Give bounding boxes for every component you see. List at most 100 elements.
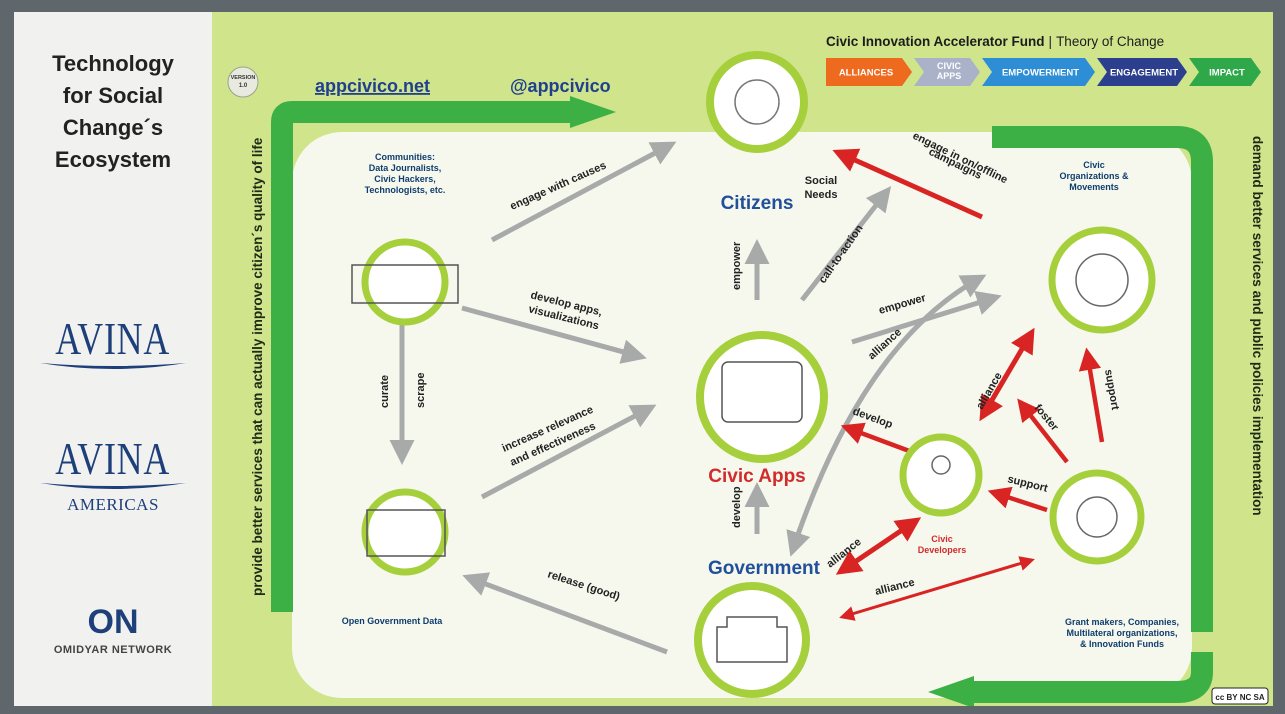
funders-illustration (1049, 469, 1145, 565)
smartphone-icon (721, 361, 803, 423)
communities-line: Civic Hackers, (374, 174, 436, 184)
funders-line: Multilateral organizations, (1066, 628, 1177, 638)
avina-wordmark: AVINA (55, 313, 171, 364)
version-label: VERSION (231, 75, 256, 81)
arrowhead-icon (928, 676, 974, 706)
arrow-release (462, 572, 668, 655)
civic-devs-illustration (899, 433, 983, 517)
government-label: Government (708, 558, 821, 579)
developer-icon (931, 455, 951, 475)
ecosystem-title: Technology for Social Change´s Ecosystem (14, 48, 212, 176)
citizens-label: Citizens (721, 193, 794, 214)
civic-devs-line: Developers (918, 545, 967, 555)
arrow-foster (1017, 398, 1069, 464)
communities-illustration (361, 238, 449, 326)
civic-apps-illustration (696, 331, 828, 463)
stage-chevron (1097, 58, 1187, 86)
desk-icon (366, 509, 446, 557)
globe-icon (1075, 253, 1129, 307)
cycle-arrow-right (992, 126, 1213, 632)
castle-icon (716, 616, 788, 663)
arrow-alliance-diagonal (786, 274, 987, 557)
orgs-illustration (1048, 226, 1156, 334)
stage-chevron (914, 58, 980, 86)
avina-logo: AVINA (14, 312, 212, 373)
arrow-engage-causes (490, 141, 677, 243)
stage-chevron (982, 58, 1095, 86)
swoosh-icon (40, 483, 186, 489)
funders-label: Grant makers, Companies, Multilateral or… (1065, 617, 1179, 649)
omidyar-name: OMIDYAR NETWORK (53, 644, 173, 656)
arrowhead-icon (570, 96, 616, 128)
arrow-engage-campaigns (832, 148, 984, 220)
communities-label: Communities: Data Journalists, Civic Hac… (365, 152, 446, 195)
cycle-arrow-top (271, 101, 572, 182)
social-needs-label-line1: Social (805, 175, 837, 187)
diagram-panel: provide better services that can actuall… (212, 12, 1273, 706)
citizens-illustration (706, 51, 808, 153)
communities-line: Data Journalists, (369, 163, 442, 173)
funders-line: & Innovation Funds (1080, 639, 1164, 649)
arrow-alliance-gov-funders (839, 556, 1035, 621)
stage-label: EMPOWERMENT (1002, 68, 1079, 79)
orgs-line: Organizations & (1059, 171, 1129, 181)
edge-label-scrape: scrape (415, 373, 427, 408)
stage-chevron (1189, 58, 1261, 86)
civic-devs-label: Civic Developers (918, 534, 967, 555)
orgs-label: Civic Organizations & Movements (1059, 160, 1129, 192)
open-data-illustration (361, 488, 449, 576)
fund-header: Civic Innovation Accelerator Fund |Theory… (826, 34, 1164, 49)
edge-label-curate: curate (379, 375, 391, 408)
sidebar: Technology for Social Change´s Ecosystem… (14, 12, 212, 706)
version-badge (227, 66, 259, 98)
civic-apps-label: Civic Apps (708, 466, 806, 487)
arrow-support-orgs (1078, 347, 1105, 443)
stage-chevron (826, 58, 912, 86)
stage-label: ENGAGEMENT (1110, 68, 1178, 79)
edge-label-develop-gov: develop (731, 486, 743, 528)
orgs-line: Civic (1083, 160, 1105, 170)
swoosh-icon (40, 363, 186, 369)
government-illustration (694, 582, 810, 698)
stage-label: ALLIANCES (839, 68, 893, 79)
communities-line: Technologists, etc. (365, 185, 446, 195)
title-line: Change´s (62, 115, 164, 140)
fund-separator: | (1049, 34, 1053, 49)
open-data-label: Open Government Data (342, 616, 444, 626)
funders-line: Grant makers, Companies, (1065, 617, 1179, 627)
arrow-increase-relevance (480, 404, 657, 500)
left-side-text: provide better services that can actuall… (250, 137, 265, 596)
fund-title: Civic Innovation Accelerator Fund (826, 34, 1045, 49)
fund-subtitle: Theory of Change (1056, 34, 1164, 49)
version-number: 1.0 (239, 83, 248, 89)
arrow-develop-apps (461, 305, 647, 364)
avina-americas-label: AMERICAS (67, 495, 159, 514)
title-line: for Social (62, 83, 164, 108)
computers-icon (351, 264, 459, 304)
title-line: Technology (52, 51, 174, 76)
cycle-arrow-bottom (972, 652, 1213, 703)
arrow-support-devs (987, 486, 1048, 513)
diagram: provide better services that can actuall… (227, 34, 1269, 706)
civic-devs-line: Civic (931, 534, 953, 544)
orgs-line: Movements (1069, 182, 1119, 192)
cc-license-text: cc BY NC SA (1215, 693, 1264, 702)
stage-label: IMPACT (1209, 68, 1245, 79)
avina-americas-logo: AVINA AMERICAS (14, 432, 212, 515)
omidyar-mark: ON (87, 603, 139, 641)
right-side-text: demand better services and public polici… (1250, 136, 1265, 516)
handshake-icon (1076, 496, 1118, 538)
edge-label-empower-citizens: empower (731, 241, 743, 290)
cc-license-badge (1211, 687, 1269, 705)
arrow-devs-develop (840, 422, 913, 455)
communities-line: Communities: (375, 152, 435, 162)
twitter-handle[interactable]: @appcivico (510, 76, 611, 96)
avina-wordmark: AVINA (55, 433, 171, 484)
site-link[interactable]: appcivico.net (315, 76, 430, 96)
arrow-alliance-devs-orgs (979, 327, 1035, 422)
title-line: Ecosystem (54, 147, 172, 172)
people-icon (734, 79, 780, 125)
